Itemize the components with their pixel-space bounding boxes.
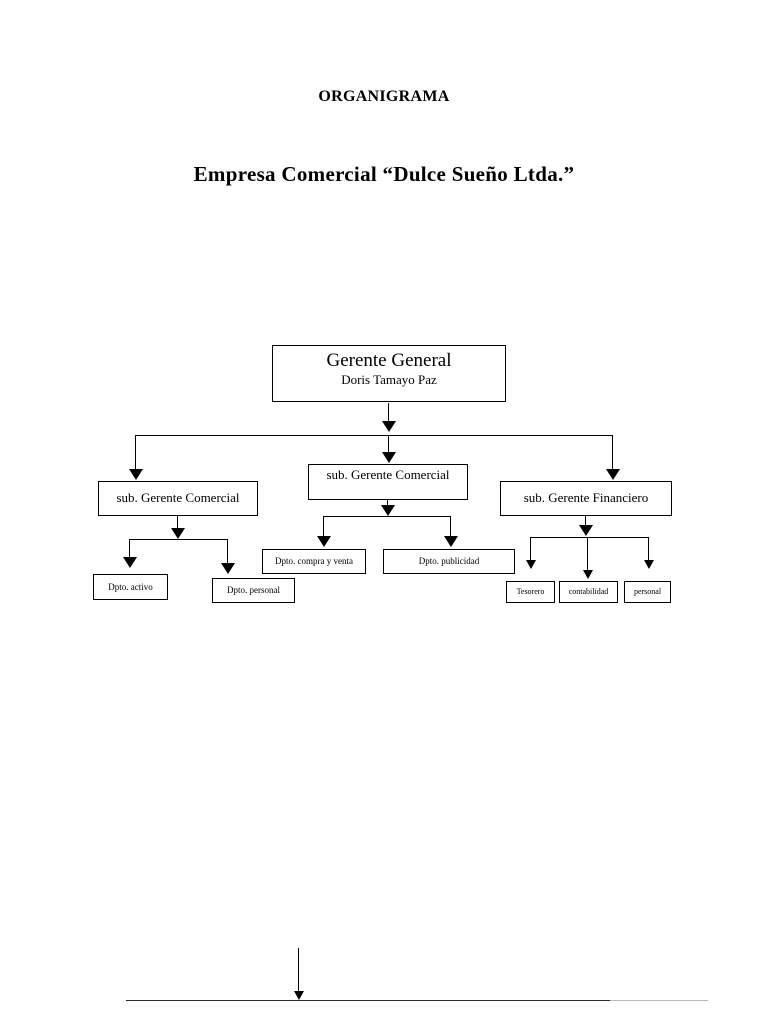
org-node-role: Dpto. publicidad xyxy=(418,556,480,567)
org-node-role: sub. Gerente Comercial xyxy=(326,467,450,482)
connector-left-child2-arrow xyxy=(221,563,235,574)
connector-mid-child2-drop xyxy=(450,516,451,538)
org-node-contabilidad[interactable]: contabilidad xyxy=(559,581,618,603)
connector-fin-stem-arrow xyxy=(579,525,593,536)
connector-fin-child2-arrow xyxy=(583,570,593,579)
org-node-role: contabilidad xyxy=(568,587,609,597)
org-node-dpto-activo[interactable]: Dpto. activo xyxy=(93,574,168,600)
connector-level1-right-drop xyxy=(612,435,613,471)
org-node-role: sub. Gerente Comercial xyxy=(116,490,240,506)
connector-fin-child3-arrow xyxy=(644,560,654,569)
org-node-sub-gerente-comercial-left[interactable]: sub. Gerente Comercial xyxy=(98,481,258,516)
org-node-role: sub. Gerente Financiero xyxy=(523,490,649,506)
org-node-role: Tesorero xyxy=(516,587,545,597)
connector-left-stem-arrow xyxy=(171,528,185,539)
bottom-arrow-stem xyxy=(298,948,299,997)
bottom-arrow-head xyxy=(294,991,304,1000)
page-title: ORGANIGRAMA xyxy=(318,88,450,105)
connector-left-child1-arrow xyxy=(123,557,137,568)
org-node-role: Dpto. activo xyxy=(108,581,153,592)
connector-level1-mid-drop xyxy=(388,435,389,454)
connector-mid-child1-drop xyxy=(323,516,324,538)
connector-fin-child3-drop xyxy=(648,537,649,563)
org-node-role: personal xyxy=(633,587,662,597)
connector-fin-child2-drop xyxy=(587,537,588,571)
org-node-role: Dpto. compra y venta xyxy=(275,556,353,567)
org-node-dpto-personal[interactable]: Dpto. personal xyxy=(212,578,295,603)
bottom-horizontal-rule-faint xyxy=(610,1000,708,1001)
connector-left-child2-drop xyxy=(227,539,228,565)
org-node-role: Gerente General xyxy=(326,350,452,371)
connector-level1-right-arrow xyxy=(606,469,620,480)
connector-fin-bus xyxy=(530,537,649,538)
connector-level1-bus xyxy=(135,435,613,436)
connector-fin-stem xyxy=(585,516,586,530)
connector-mid-child1-arrow xyxy=(317,536,331,547)
connector-mid-child2-arrow xyxy=(444,536,458,547)
org-node-sub-gerente-comercial-mid[interactable]: sub. Gerente Comercial xyxy=(308,464,468,500)
connector-root-stem xyxy=(388,403,389,425)
connector-mid-bus xyxy=(323,516,451,517)
connector-fin-child1-arrow xyxy=(526,560,536,569)
connector-level1-left-arrow xyxy=(129,469,143,480)
connector-root-stem-arrow xyxy=(382,421,396,432)
connector-left-bus xyxy=(129,539,228,540)
bottom-horizontal-rule xyxy=(126,1000,610,1001)
connector-level1-mid-arrow xyxy=(382,452,396,463)
org-node-personal-financiero[interactable]: personal xyxy=(624,581,671,603)
org-node-tesorero[interactable]: Tesorero xyxy=(506,581,555,603)
company-subtitle: Empresa Comercial “Dulce Sueño Ltda.” xyxy=(193,162,575,186)
connector-fin-child1-drop xyxy=(530,537,531,563)
connector-left-stem xyxy=(177,516,178,532)
org-node-dpto-publicidad[interactable]: Dpto. publicidad xyxy=(383,549,515,574)
org-node-gerente-general[interactable]: Gerente General Doris Tamayo Paz xyxy=(272,345,506,402)
connector-level1-left-drop xyxy=(135,435,136,471)
connector-mid-stem-arrow xyxy=(381,505,395,516)
org-node-person: Doris Tamayo Paz xyxy=(341,371,437,387)
org-node-role: Dpto. personal xyxy=(227,585,280,596)
connector-left-child1-drop xyxy=(129,539,130,560)
org-node-sub-gerente-financiero[interactable]: sub. Gerente Financiero xyxy=(500,481,672,516)
org-node-dpto-compra-y-venta[interactable]: Dpto. compra y venta xyxy=(262,549,366,574)
